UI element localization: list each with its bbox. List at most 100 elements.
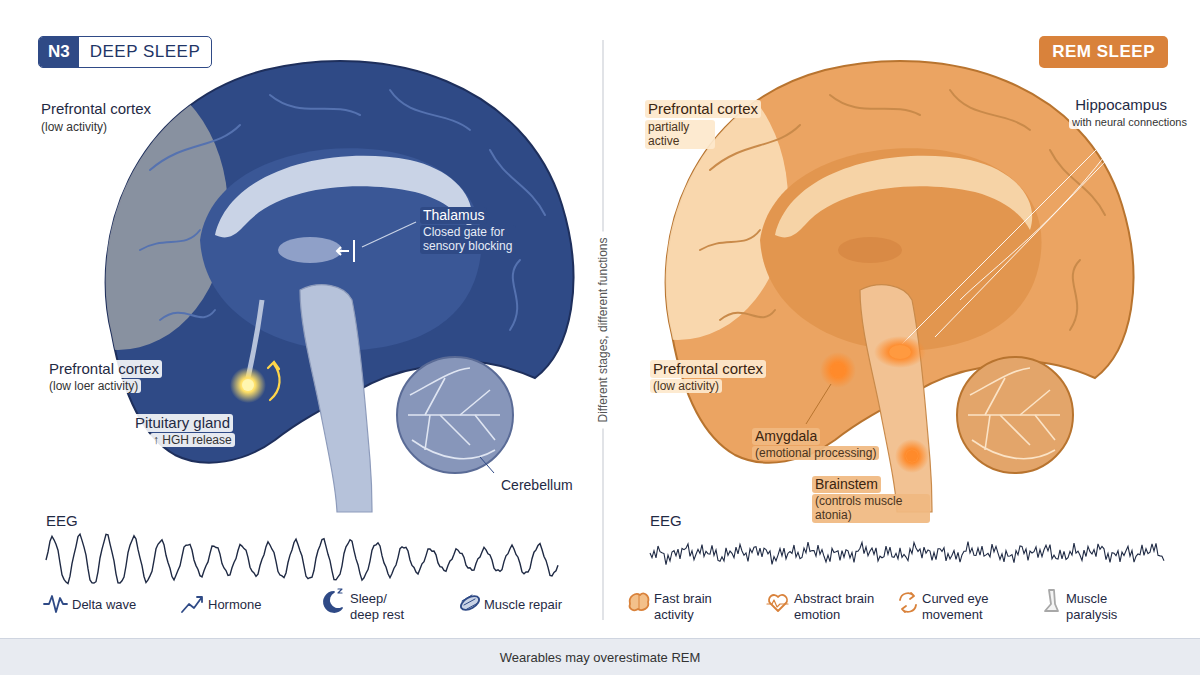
region-note: with neural connections <box>1069 116 1190 129</box>
region-note: (low activity) <box>38 120 110 134</box>
icon-caption: Muscle repair <box>484 597 562 613</box>
thalamus-leader <box>362 222 416 247</box>
hippocampus-leader <box>902 138 1128 344</box>
muscle-icon <box>459 593 482 613</box>
gyrus-line <box>390 90 470 130</box>
thalamus <box>278 237 342 263</box>
pituitary-glow <box>230 367 266 403</box>
region-label: Thalamus <box>420 207 487 224</box>
node-text: N3 <box>48 42 70 61</box>
gate-arrow <box>337 247 349 255</box>
pulse-line <box>767 600 788 607</box>
icon-caption: Hormone <box>208 597 261 613</box>
gate-bar <box>353 240 355 262</box>
region-label: Prefrontal cortex <box>46 360 162 378</box>
zz-icon <box>338 589 342 593</box>
gyrus-line <box>830 95 920 115</box>
left-icons <box>44 589 481 613</box>
pituitary-stalk <box>248 300 262 378</box>
gyrus-line <box>710 125 800 170</box>
icon-caption: Delta wave <box>72 597 136 613</box>
eeg-label: EEG <box>650 512 682 530</box>
region-label: Prefrontal cortex <box>38 100 154 118</box>
region-note: ↑ HGH release <box>150 433 235 447</box>
amygdala-glow <box>820 352 856 388</box>
cerebellum <box>957 357 1073 473</box>
gyrus-line <box>1070 260 1080 330</box>
region-note: (emotional processing) <box>752 446 879 460</box>
prefrontal-region <box>8 70 228 350</box>
gyrus-line <box>720 310 775 320</box>
amygdala <box>831 363 845 377</box>
hormone-icon <box>182 597 202 612</box>
node-text: DEEP SLEEP <box>79 37 212 67</box>
rem-highlights <box>806 138 1128 473</box>
brainstem-spot <box>906 450 918 462</box>
stage-number-tag: N3 <box>39 37 79 67</box>
fold-line <box>968 414 1060 416</box>
muscle-fiber <box>462 595 478 609</box>
pituitary-gland <box>242 379 254 391</box>
fold-line <box>410 368 495 459</box>
region-label: Prefrontal cortex <box>645 100 761 118</box>
cerebellum-folds <box>968 368 1060 459</box>
brain-icon-midline <box>639 595 640 609</box>
heart-icon <box>769 595 787 611</box>
icon-caption: Curved eye movement <box>922 591 1006 622</box>
delta-wave-icon <box>44 596 67 612</box>
region-note: (low loer activity) <box>46 379 141 393</box>
gyrus-line <box>950 90 1030 130</box>
cerebellum <box>397 357 513 473</box>
curved-arrows-icon <box>900 593 916 612</box>
cerebellum-folds <box>408 368 500 459</box>
moon-icon <box>324 592 342 612</box>
hippocampus <box>889 345 911 359</box>
region-label: Brainstem <box>812 476 881 493</box>
leg-icon <box>1045 590 1058 611</box>
cerebellum-leader <box>480 457 494 473</box>
divider-caption: Different stages, different functions <box>596 232 610 429</box>
fold-line <box>970 368 1055 459</box>
eeg-label: EEG <box>46 512 78 530</box>
icon-caption: Fast brain activity <box>654 591 728 622</box>
icon-caption: Sleep/ deep rest <box>350 591 414 622</box>
gyrus-line <box>270 95 360 115</box>
corpus-callosum <box>775 156 1032 238</box>
brainstem <box>300 285 372 512</box>
node-text: REM SLEEP <box>1052 42 1155 61</box>
gyrus-line <box>1050 150 1105 215</box>
gyrus-line <box>140 230 200 250</box>
region-note: (controls muscle atonia) <box>812 494 930 523</box>
fold-line <box>425 378 495 450</box>
warning-band: Wearables may overestimate REM <box>0 638 1200 675</box>
gate-symbol <box>337 240 354 262</box>
eeg-fast-trace <box>650 542 1164 565</box>
region-label: Cerebellum <box>498 477 576 494</box>
region-label: Hippocampus <box>1072 96 1170 114</box>
region-note: partially active <box>645 120 715 149</box>
thalamus <box>838 237 902 263</box>
hormone-arrow <box>268 362 280 400</box>
region-note: (low activity) <box>650 379 722 393</box>
gyrus-line <box>490 150 545 215</box>
icon-caption: Muscle paralysis <box>1066 591 1142 622</box>
node-text: Wearables may overestimate REM <box>500 650 701 665</box>
fold-line <box>985 378 1055 450</box>
gyrus-line <box>160 310 215 320</box>
gyrus-line <box>510 260 520 330</box>
brain-icon <box>630 594 649 611</box>
stage-badge: DEEP SLEEP N3 <box>38 36 212 68</box>
region-label: Pituitary gland <box>132 414 233 432</box>
region-note: Closed gate for sensory blocking <box>420 225 516 254</box>
region-label: Amygdala <box>752 428 820 445</box>
eeg-delta-trace <box>46 534 558 583</box>
brainstem-glow <box>895 439 929 473</box>
icon-caption: Abstract brain emotion <box>794 591 886 622</box>
rem-sleep-brain <box>568 60 1133 512</box>
stage-badge: REM SLEEP <box>1039 36 1168 68</box>
gyrus-line <box>150 125 240 170</box>
deep-sleep-brain <box>8 61 573 512</box>
amygdala-leader <box>806 384 831 424</box>
hippocampus-glow <box>874 336 926 368</box>
